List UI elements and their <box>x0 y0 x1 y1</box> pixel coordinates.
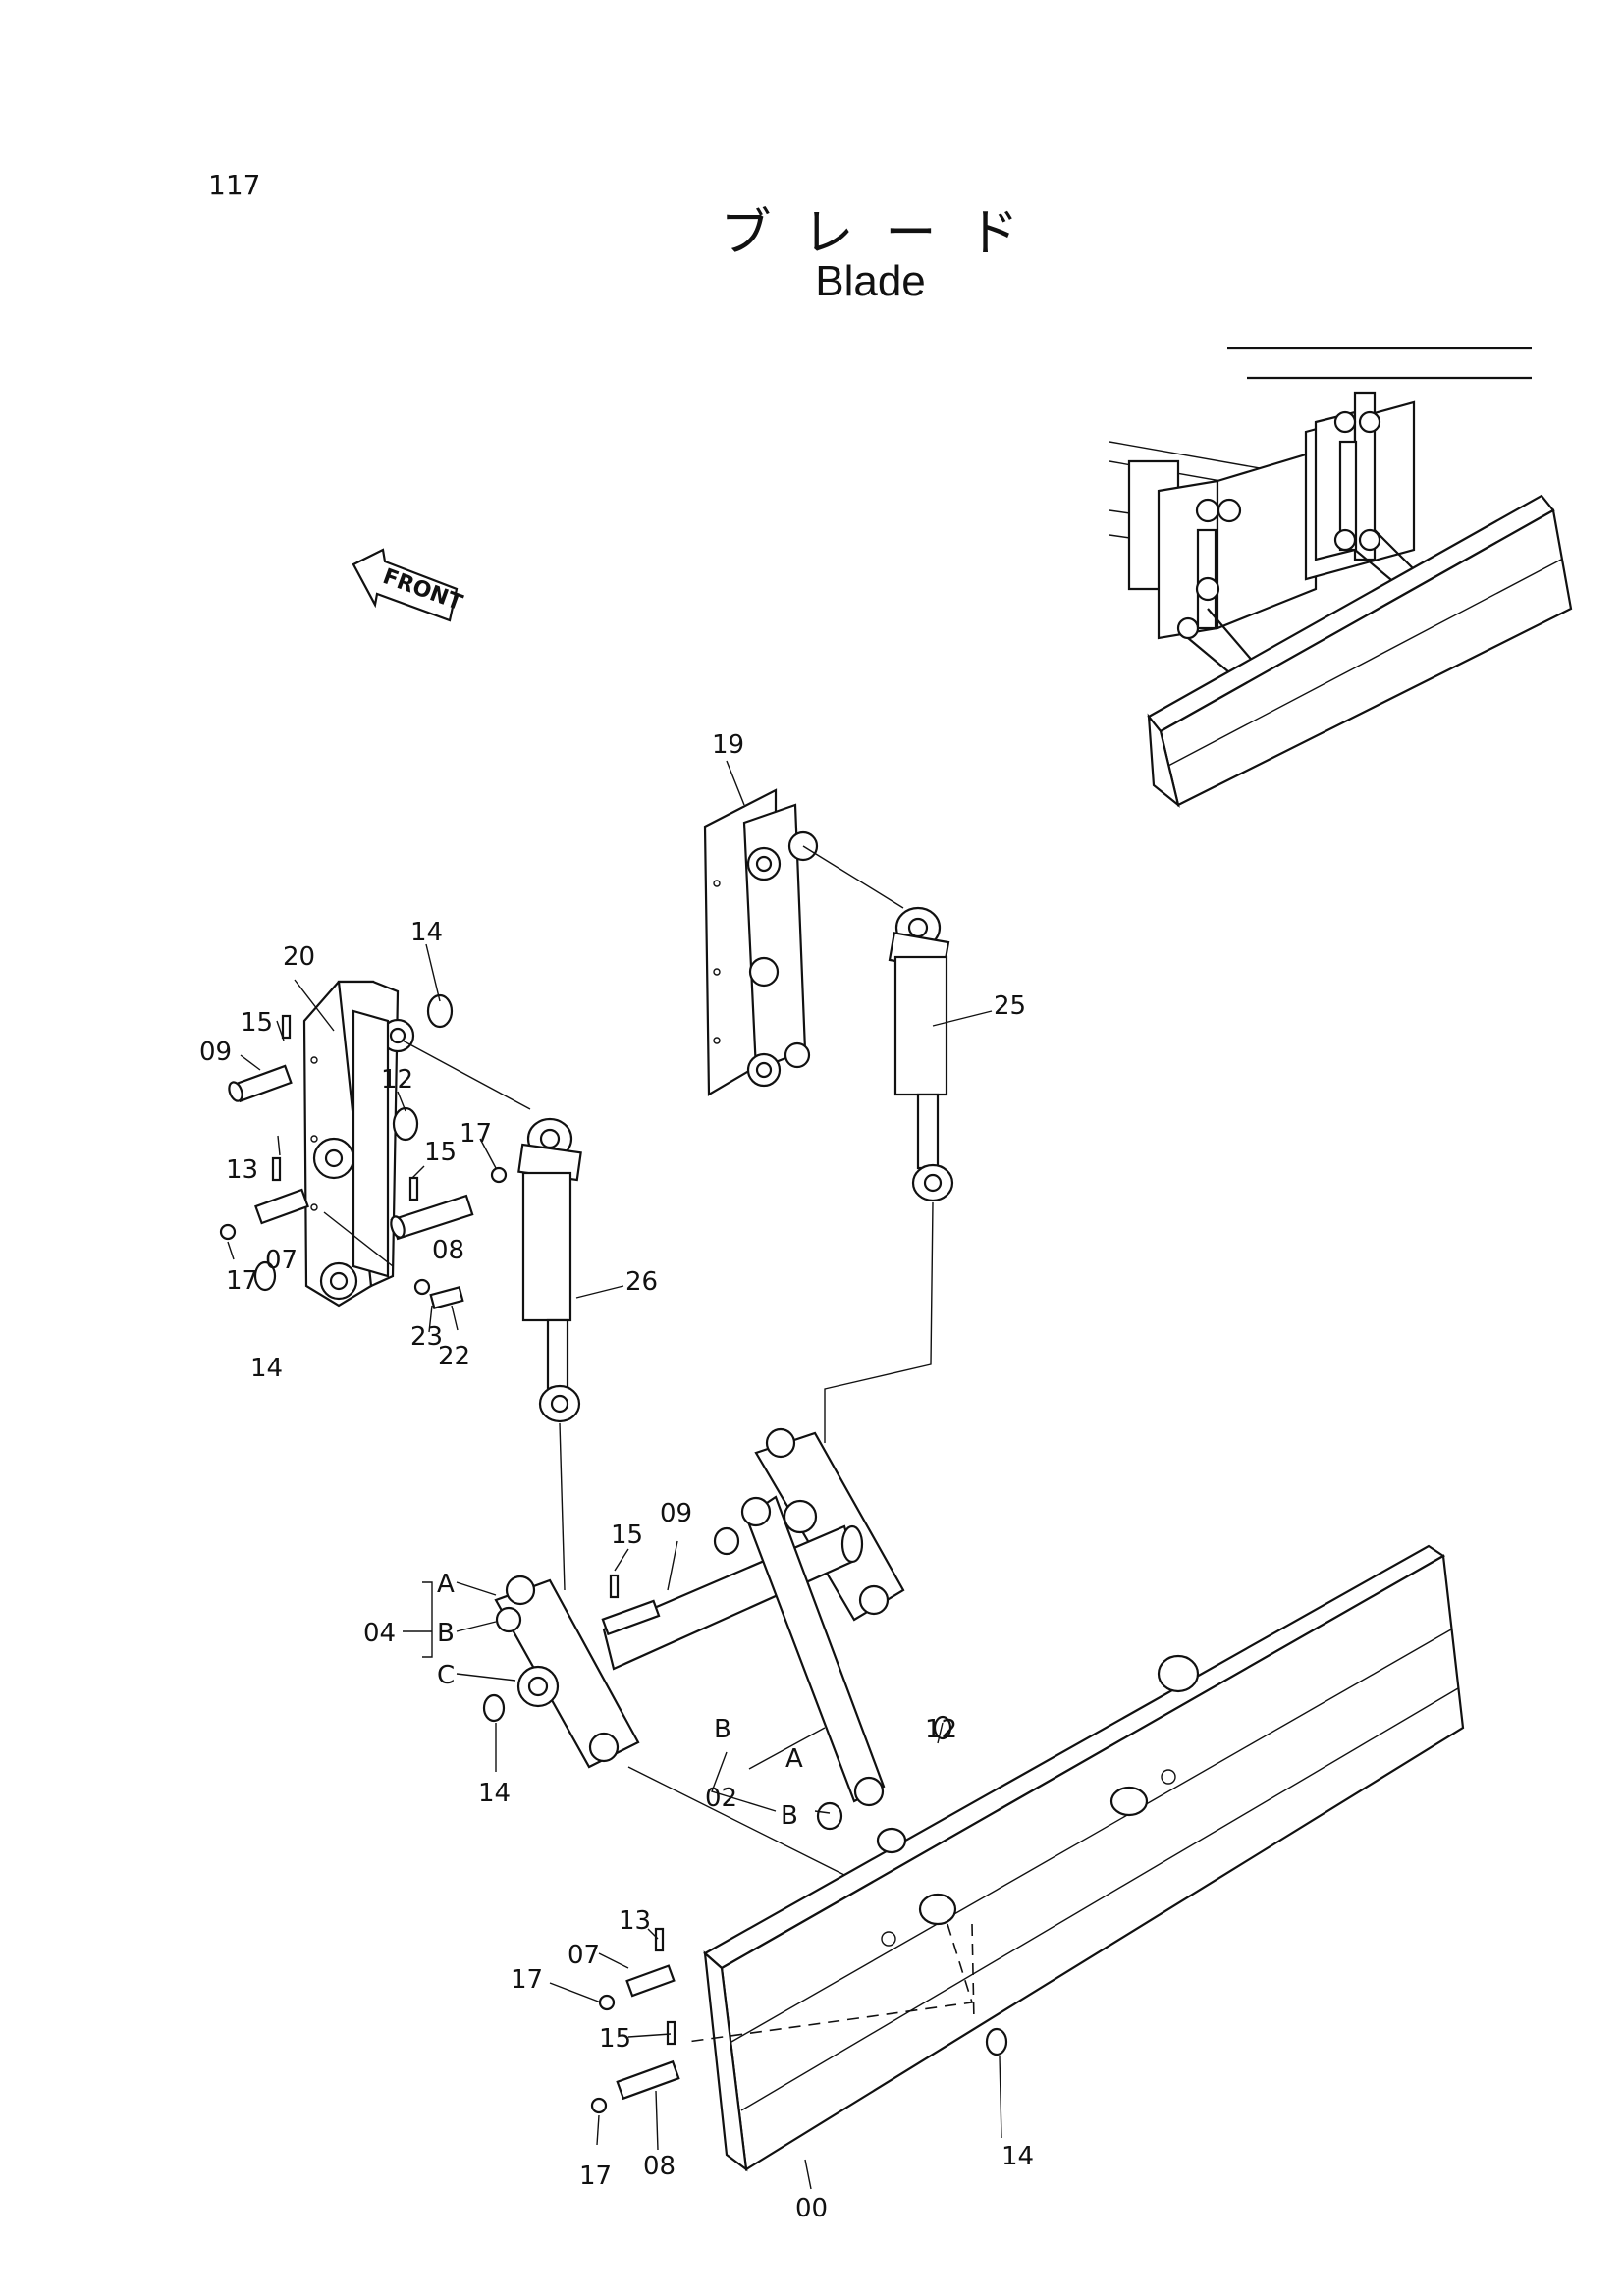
lower-left-hardware <box>590 1715 1008 2114</box>
callout-08: 08 <box>643 2152 676 2181</box>
callout-leader-lines <box>227 760 1002 2190</box>
callout-02: 02 <box>705 1784 737 1813</box>
page-number: 117 <box>208 169 261 201</box>
callout-08: 08 <box>432 1236 464 1265</box>
part-callouts: 14 20 15 09 12 15 17 13 07 08 17 14 23 2… <box>199 730 1034 2223</box>
callout-letter-c: C <box>437 1661 455 1690</box>
callout-12: 12 <box>925 1715 957 1744</box>
callout-17: 17 <box>579 2162 612 2191</box>
callout-20: 20 <box>283 942 315 972</box>
part-02-link <box>627 1495 944 1925</box>
callout-04: 04 <box>363 1619 396 1648</box>
callout-13: 13 <box>619 1906 651 1936</box>
callout-14: 14 <box>1001 2142 1034 2171</box>
callout-17: 17 <box>511 1965 543 1995</box>
callout-17: 17 <box>226 1266 258 1296</box>
callout-letter-a: A <box>437 1570 455 1599</box>
part-00-blade <box>686 1544 1465 2172</box>
part-26-cylinder <box>517 1117 582 1423</box>
assembly-overview-illustration <box>1109 347 1573 808</box>
callout-00: 00 <box>795 2194 828 2223</box>
callout-15: 15 <box>424 1138 457 1167</box>
callout-14: 14 <box>478 1779 511 1808</box>
part-19-bracket <box>703 788 904 1096</box>
callout-15: 15 <box>611 1521 643 1550</box>
callout-letter-a: A <box>785 1744 803 1774</box>
part-20-bracket <box>302 980 415 1308</box>
callout-letter-b: B <box>714 1715 731 1744</box>
callout-13: 13 <box>226 1155 258 1185</box>
title-english: Blade <box>815 257 926 305</box>
callout-25: 25 <box>994 991 1026 1021</box>
left-group-hardware <box>219 993 531 1309</box>
callout-15: 15 <box>241 1008 273 1038</box>
callout-12: 12 <box>381 1065 413 1095</box>
callout-22: 22 <box>438 1342 470 1371</box>
callout-09: 09 <box>660 1499 692 1528</box>
callout-14: 14 <box>410 918 443 947</box>
part-25-cylinder <box>888 906 954 1202</box>
callout-14: 14 <box>250 1354 283 1383</box>
callout-letter-b: B <box>437 1619 455 1648</box>
callout-26: 26 <box>625 1267 658 1297</box>
callout-15: 15 <box>599 2024 631 2054</box>
callout-09: 09 <box>199 1038 232 1067</box>
callout-07: 07 <box>265 1246 298 1275</box>
title-japanese: ブレード <box>720 204 1051 263</box>
callout-23: 23 <box>410 1322 443 1352</box>
callout-07: 07 <box>568 1941 600 1970</box>
callout-19: 19 <box>712 730 744 760</box>
callout-letter-b: B <box>781 1801 798 1831</box>
front-arrow-icon: FRONT <box>352 548 465 622</box>
callout-17: 17 <box>460 1119 492 1148</box>
